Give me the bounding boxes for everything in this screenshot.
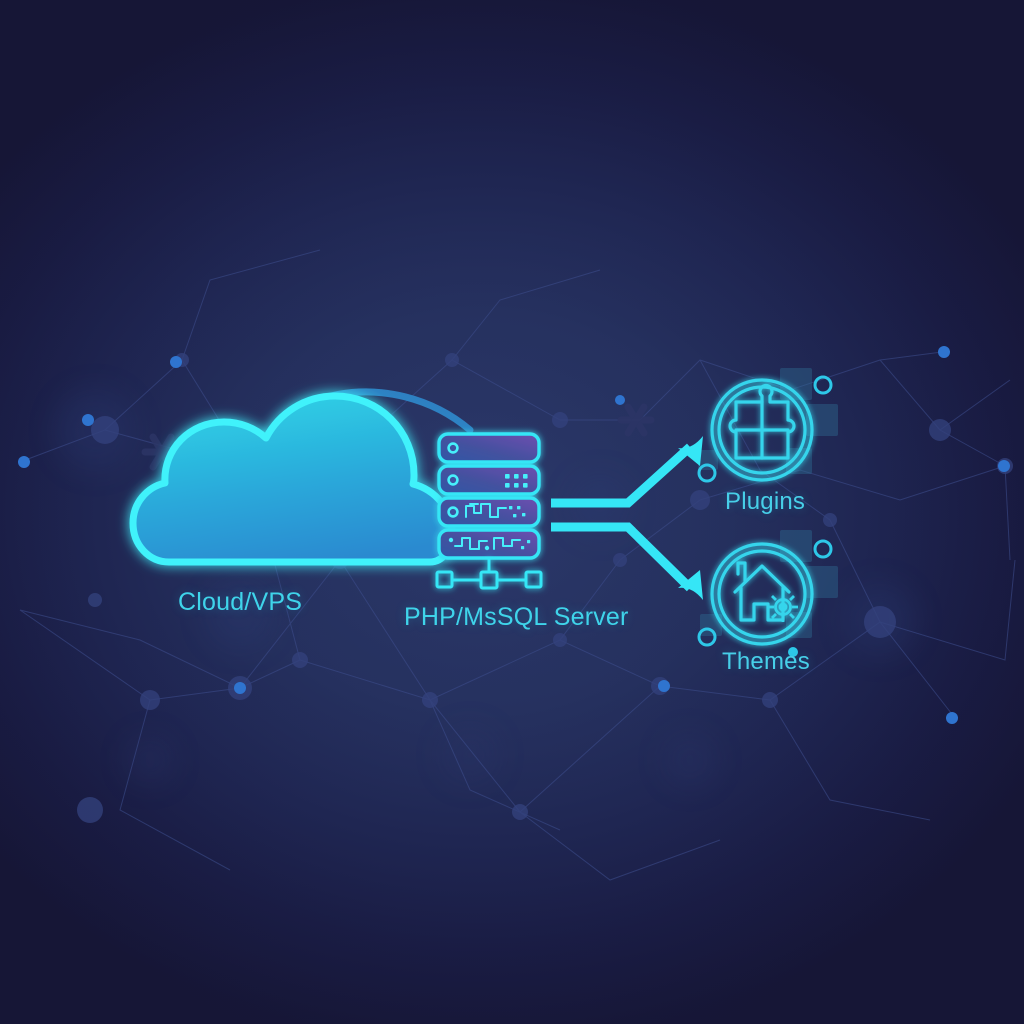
themes-accent-ring-icon (697, 539, 833, 647)
server-row-2 (437, 464, 541, 496)
server-circuit-dots-row4 (448, 537, 531, 551)
server-circuit-trace-row4 (454, 537, 521, 550)
server-branch-arrows (551, 443, 694, 592)
themes-label: Themes (722, 648, 810, 675)
themes-label-dot (788, 647, 798, 657)
plugins-label: Plugins (725, 488, 806, 515)
gear-icon (768, 592, 798, 622)
server-row-1 (437, 432, 541, 464)
background-blobs (55, 390, 916, 786)
network-lines (19, 249, 1016, 881)
server-label: PHP/MsSQL Server (404, 603, 629, 631)
server-circuit-trace-row3 (465, 503, 507, 518)
cloud-label: Cloud/VPS (178, 588, 303, 616)
server-led-icon (447, 442, 459, 518)
plugins-accent-ring-icon (697, 375, 833, 483)
server-to-plugins-arrow (551, 443, 694, 508)
server-to-themes-arrow (551, 522, 694, 592)
branch-arrowheads (678, 436, 703, 600)
house-icon (733, 561, 791, 622)
server-dot-grid-icon (505, 474, 528, 488)
server-base-connector-icon (435, 558, 543, 590)
server-circuit-dots-row3 (509, 506, 526, 518)
themes-ring-outer (710, 542, 814, 646)
plugins-ring-outer (710, 378, 814, 482)
network-accent-nodes (18, 346, 1010, 724)
puzzle-piece-icon (728, 384, 796, 460)
themes-ring-inner (717, 549, 807, 639)
